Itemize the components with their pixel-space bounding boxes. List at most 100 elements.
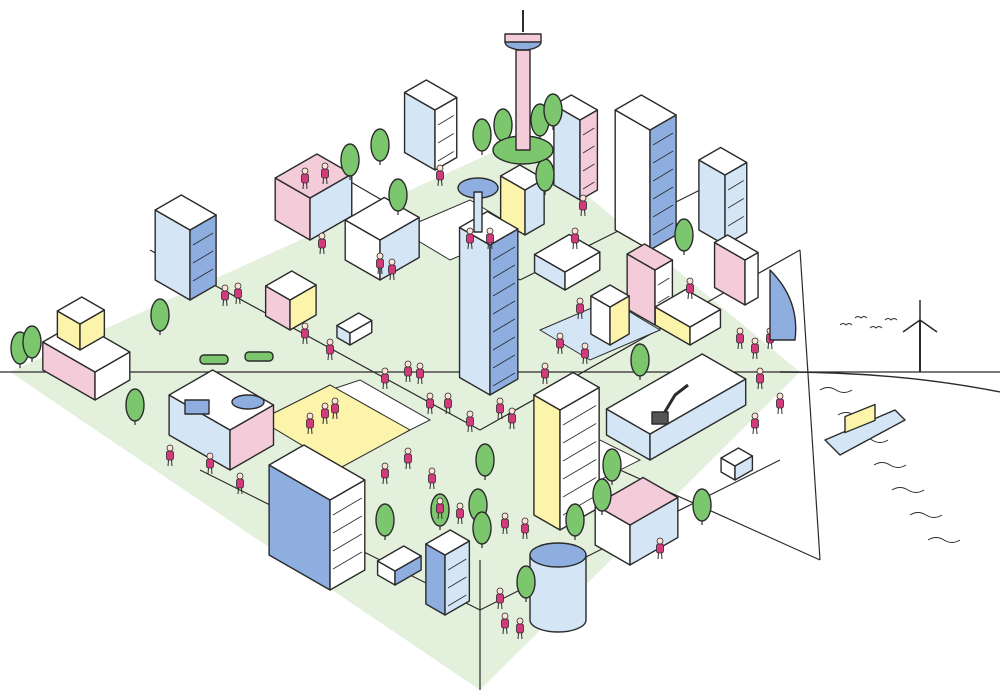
person-leg (561, 347, 563, 355)
person-body (426, 398, 434, 409)
person-leg (382, 477, 384, 485)
person-body (234, 288, 242, 299)
wave (819, 387, 853, 393)
pink-house (274, 153, 353, 241)
person-leg (467, 242, 469, 250)
person-head (466, 410, 474, 418)
person-head (426, 392, 434, 400)
tree-icon (370, 128, 390, 165)
wave (909, 512, 943, 518)
person-head (516, 617, 524, 625)
person-body (571, 233, 579, 244)
pink-building-roof (626, 243, 674, 271)
tree-crown (370, 128, 390, 162)
tree-crown (592, 478, 612, 512)
person-body (301, 173, 309, 184)
tall-tower-a-right-face (579, 109, 599, 201)
person-body (166, 450, 174, 461)
person-body (416, 368, 424, 379)
tower-d-right-face (744, 251, 759, 306)
person-icon (521, 517, 529, 540)
tree-icon (592, 478, 612, 515)
tree-crown (22, 325, 42, 359)
window-line (582, 145, 595, 154)
tree-crown (150, 298, 170, 332)
garage-building-roof (590, 284, 630, 308)
person-leg (382, 382, 384, 390)
window-line (652, 222, 674, 236)
apartment-building (154, 194, 217, 301)
person-leg (757, 382, 759, 390)
window-line (492, 264, 516, 279)
person-leg (441, 512, 443, 520)
cargo-crates-roof (56, 296, 106, 325)
person-head (306, 412, 314, 420)
tree-icon (472, 118, 492, 155)
tower-c (698, 146, 748, 246)
window-line (492, 282, 516, 297)
blue-building (268, 444, 366, 591)
person-head (521, 517, 529, 525)
person-body (331, 403, 339, 414)
tower-shaft (515, 49, 531, 151)
tree-icon (516, 565, 536, 602)
tall-tower-a (553, 94, 599, 201)
person-leg (576, 242, 578, 250)
person-body (501, 518, 509, 529)
person-body (301, 328, 309, 339)
window-line (447, 576, 467, 589)
person-icon (301, 167, 309, 190)
person-icon (206, 452, 214, 475)
window-line (332, 533, 363, 552)
person-head (221, 284, 229, 292)
window-line (727, 180, 744, 191)
road-line (799, 249, 821, 561)
person-head (416, 362, 424, 370)
person-icon (579, 194, 587, 217)
tower-c-roof (698, 146, 748, 176)
person-leg (239, 297, 241, 305)
person-leg (405, 375, 407, 383)
person-leg (657, 552, 659, 560)
tall-tower-b-right-face (649, 114, 677, 251)
dump-truck-roof (720, 447, 754, 467)
tree-icon (125, 388, 145, 425)
hedge (199, 354, 229, 365)
person-leg (405, 462, 407, 470)
person-leg (241, 487, 243, 495)
tree-crown (388, 178, 408, 212)
tree-crown (516, 565, 536, 599)
person-leg (471, 242, 473, 250)
person-body (381, 468, 389, 479)
person-leg (577, 312, 579, 320)
person-body (486, 233, 494, 244)
person-leg (506, 627, 508, 635)
person-leg (584, 209, 586, 217)
shelter-pole (473, 191, 483, 233)
window-line (657, 277, 670, 286)
wave (873, 462, 907, 468)
tree-crown (674, 218, 694, 252)
tree-crown (125, 388, 145, 422)
person-leg (491, 242, 493, 250)
person-leg (526, 532, 528, 540)
person-leg (437, 179, 439, 187)
person-head (318, 232, 326, 240)
window-line (492, 318, 516, 333)
car-icon (231, 394, 265, 410)
person-icon (301, 322, 309, 345)
yellow-tower-left-face (533, 394, 561, 531)
low-shed (654, 288, 722, 346)
person-body (686, 283, 694, 294)
tree-crown (543, 93, 563, 127)
person-leg (506, 527, 508, 535)
person-icon (381, 367, 389, 390)
person-leg (226, 299, 228, 307)
pickup-truck (376, 545, 422, 586)
person-leg (417, 377, 419, 385)
person-leg (429, 482, 431, 490)
person-head (326, 338, 334, 346)
person-head (466, 227, 474, 235)
person-leg (445, 407, 447, 415)
window-line (492, 354, 516, 369)
